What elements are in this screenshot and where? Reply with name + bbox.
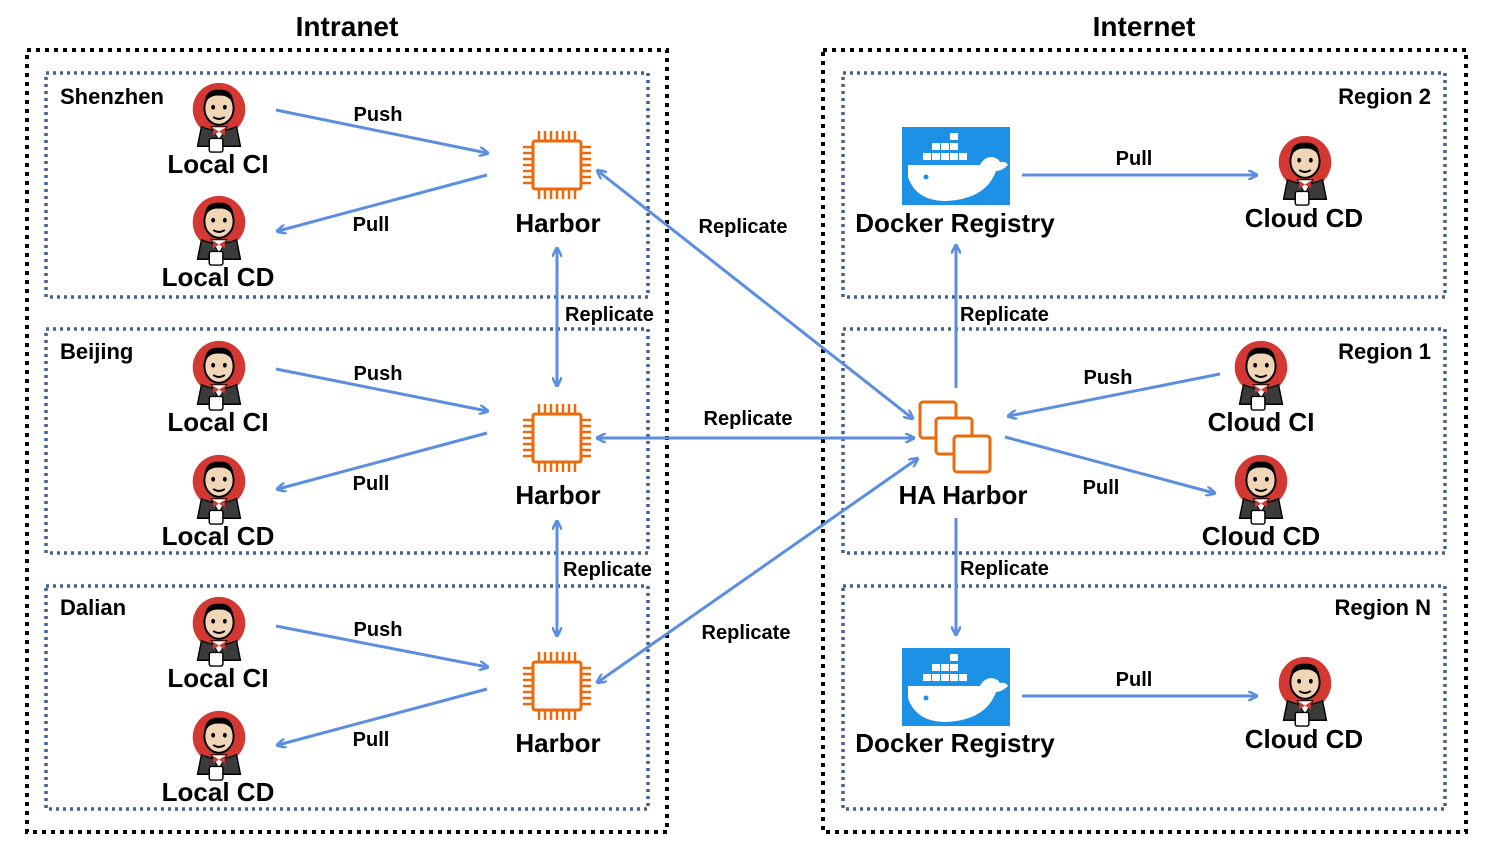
cpu-chip-icon xyxy=(521,402,593,474)
docker-whale-icon xyxy=(902,648,1010,726)
arrow-sz-push xyxy=(275,108,487,153)
jenkins-butler-icon xyxy=(191,81,247,154)
site-label-regionN: Region N xyxy=(1334,595,1431,620)
node-label-sz-harbor: Harbor xyxy=(515,208,600,238)
label-sz-ha-replicate: Replicate xyxy=(699,216,788,238)
node-label-bj-cd: Local CD xyxy=(162,521,275,551)
label-ha-regN-replicate: Replicate xyxy=(960,558,1049,580)
label-bj-pull: Pull xyxy=(353,473,390,495)
label-dl-push: Push xyxy=(354,619,403,641)
label-bj-dl-replicate: Replicate xyxy=(563,559,652,581)
label-reg2-pull: Pull xyxy=(1116,148,1153,170)
arrow-dl-ha-replicate xyxy=(598,459,917,682)
arrow-reg1-pull xyxy=(1004,435,1214,493)
node-label-reg1-ci: Cloud CI xyxy=(1208,407,1315,437)
node-label-reg2-registry: Docker Registry xyxy=(855,208,1055,238)
arrow-reg1-push xyxy=(1009,372,1221,416)
jenkins-butler-icon xyxy=(191,709,247,782)
label-sz-bj-replicate: Replicate xyxy=(565,304,654,326)
node-label-bj-harbor: Harbor xyxy=(515,480,600,510)
internet-title: Internet xyxy=(1093,11,1196,42)
arrow-bj-pull xyxy=(278,431,488,489)
site-label-region1: Region 1 xyxy=(1338,339,1431,364)
label-reg1-pull: Pull xyxy=(1083,477,1120,499)
intranet-region xyxy=(25,48,669,834)
node-label-dl-harbor: Harbor xyxy=(515,728,600,758)
jenkins-butler-icon xyxy=(1233,339,1289,412)
node-label-reg2-cd: Cloud CD xyxy=(1245,203,1363,233)
cpu-chip-icon xyxy=(521,650,593,722)
label-ha-reg2-replicate: Replicate xyxy=(960,304,1049,326)
label-dl-pull: Pull xyxy=(353,729,390,751)
stacked-squares-icon xyxy=(918,400,992,474)
jenkins-butler-icon xyxy=(191,453,247,526)
docker-whale-icon xyxy=(902,127,1010,205)
label-reg1-push: Push xyxy=(1084,367,1133,389)
node-label-regN-cd: Cloud CD xyxy=(1245,724,1363,754)
arrow-sz-ha-replicate xyxy=(598,171,912,418)
label-bj-push: Push xyxy=(354,363,403,385)
arrow-dl-push xyxy=(275,624,487,667)
jenkins-butler-icon xyxy=(1233,453,1289,526)
label-bj-ha-replicate: Replicate xyxy=(704,408,793,430)
node-label-dl-ci: Local CI xyxy=(167,663,268,693)
site-label-beijing: Beijing xyxy=(60,339,133,364)
arrow-bj-push xyxy=(275,367,487,411)
cpu-chip-icon xyxy=(521,129,593,201)
node-label-sz-ci: Local CI xyxy=(167,149,268,179)
site-label-region2: Region 2 xyxy=(1338,84,1431,109)
site-box-regionN xyxy=(841,584,1447,811)
node-label-reg1-cd: Cloud CD xyxy=(1202,521,1320,551)
label-regN-pull: Pull xyxy=(1116,669,1153,691)
intranet-title: Intranet xyxy=(296,11,399,42)
arrow-sz-pull xyxy=(278,173,488,231)
jenkins-butler-icon xyxy=(1277,655,1333,728)
label-sz-pull: Pull xyxy=(353,214,390,236)
jenkins-butler-icon xyxy=(191,194,247,267)
site-label-dalian: Dalian xyxy=(60,595,126,620)
jenkins-butler-icon xyxy=(191,339,247,412)
arrow-dl-pull xyxy=(278,687,488,745)
node-label-ha-harbor: HA Harbor xyxy=(898,480,1027,510)
node-label-dl-cd: Local CD xyxy=(162,777,275,807)
label-sz-push: Push xyxy=(354,104,403,126)
site-box-dalian xyxy=(44,584,650,811)
node-label-sz-cd: Local CD xyxy=(162,262,275,292)
site-label-shenzhen: Shenzhen xyxy=(60,84,164,109)
node-label-regN-registry: Docker Registry xyxy=(855,728,1055,758)
label-dl-ha-replicate: Replicate xyxy=(702,622,791,644)
jenkins-butler-icon xyxy=(1277,134,1333,207)
node-label-bj-ci: Local CI xyxy=(167,407,268,437)
jenkins-butler-icon xyxy=(191,595,247,668)
